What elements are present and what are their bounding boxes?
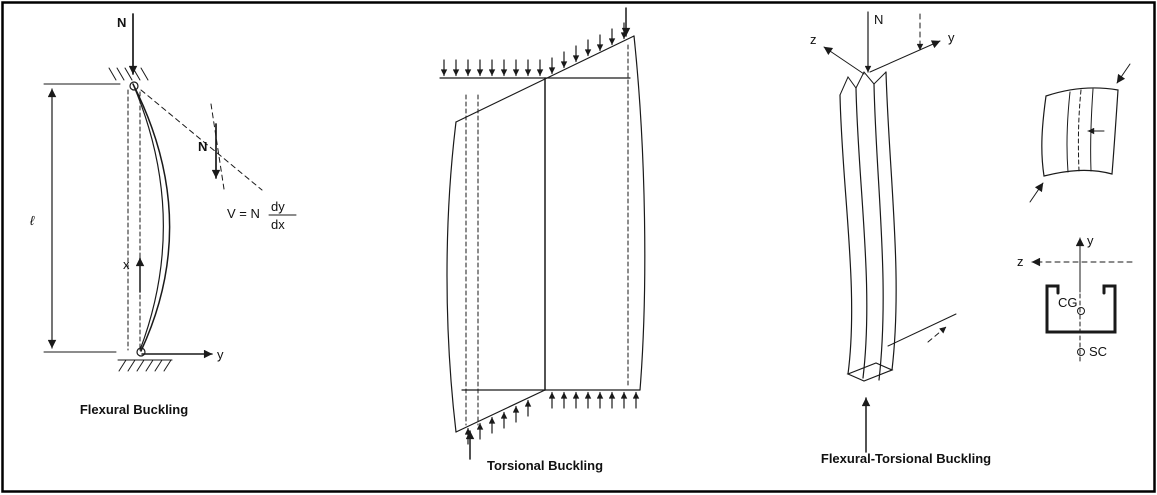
buckled-shape-outer — [132, 83, 171, 352]
bottom-pin-support — [117, 347, 173, 372]
channel-outline — [1045, 284, 1117, 334]
bottom-edge-twisted — [455, 389, 546, 433]
x-axis-label: x — [123, 257, 130, 272]
z-axis-arrow — [823, 46, 865, 75]
axial-load-label: N — [117, 15, 126, 30]
flexural-caption: Flexural Buckling — [80, 402, 188, 417]
centroid-marker — [1077, 307, 1085, 315]
shear-formula: V = N dy dx — [227, 199, 297, 232]
z-axis-label: z — [810, 32, 817, 47]
top-pin-support — [108, 67, 149, 91]
length-dimension — [43, 83, 121, 353]
shear-center-label: SC — [1089, 344, 1107, 359]
axial-load-label: N — [874, 12, 883, 27]
channel-cross-section: y z CG SC — [1017, 233, 1133, 363]
shear-construction — [140, 89, 263, 191]
sweep-reference-line — [887, 313, 957, 347]
y-axis-arrow — [869, 40, 941, 73]
formula-lhs: V = N — [227, 206, 260, 221]
section-z-axis-label: z — [1017, 254, 1024, 269]
sweep-dashed-arrow — [927, 326, 947, 343]
section-y-axis-label: y — [1087, 233, 1094, 248]
torsional-diagram: Torsional Buckling — [439, 7, 646, 473]
length-label: ℓ — [30, 213, 35, 228]
buckled-shape-inner — [132, 83, 164, 351]
flexural-torsional-caption: Flexural-Torsional Buckling — [821, 451, 991, 466]
formula-numerator: dy — [271, 199, 285, 214]
section-views: y z CG SC — [1017, 63, 1133, 363]
top-load-arrows — [444, 7, 631, 76]
shear-load-label: N — [198, 139, 207, 154]
y-axis-label: y — [948, 30, 955, 45]
twisted-section-detail — [1029, 63, 1131, 203]
left-edge — [446, 121, 457, 433]
channel-column — [839, 71, 897, 382]
y-axis-label: y — [217, 347, 224, 362]
shear-center-marker — [1077, 348, 1085, 356]
flexural-diagram: N — [30, 13, 297, 417]
right-edge — [633, 35, 646, 391]
formula-denominator: dx — [271, 217, 285, 232]
flexural-torsional-diagram: N z y Flexural-Torsional Buckling — [810, 11, 991, 466]
centroid-label: CG — [1058, 295, 1078, 310]
bottom-load-arrows — [465, 393, 636, 460]
torsional-caption: Torsional Buckling — [487, 458, 603, 473]
